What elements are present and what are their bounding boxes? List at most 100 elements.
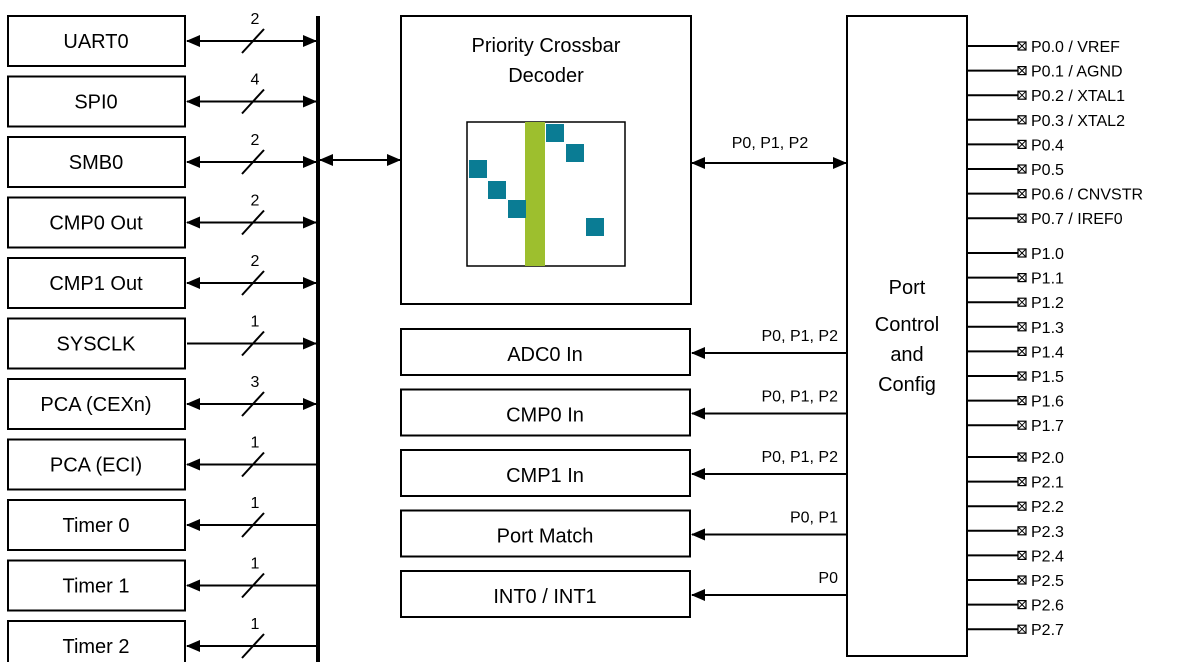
pin-label: P1.0 — [1031, 246, 1064, 263]
pin-pad-mark — [1017, 273, 1027, 282]
port-control-block: Port Control and Config — [846, 15, 968, 657]
bus-width-label: 4 — [251, 72, 260, 89]
input-signal-label: P0, P1, P2 — [762, 449, 839, 466]
pin-pad-mark — [1017, 41, 1027, 51]
peripheral-block: PCA (ECI)1 — [7, 435, 316, 491]
bus-width-slash — [241, 149, 265, 175]
pin-pad-mark — [1017, 551, 1027, 560]
port-control-line2: Control — [875, 314, 939, 336]
bus-width-slash — [241, 88, 265, 115]
pin-pad-mark — [1017, 624, 1027, 634]
bus-width-slash — [241, 451, 265, 478]
input-function-block: Port Match P0, P1 — [400, 509, 847, 558]
pin-label: P2.7 — [1031, 622, 1064, 639]
peripheral-label: PCA (CEXn) — [40, 394, 151, 416]
peripheral-box — [7, 136, 186, 188]
peripheral-block: Timer 21 — [7, 616, 316, 662]
crossbar-matrix-cell — [546, 124, 564, 142]
pin-label: P1.4 — [1031, 344, 1064, 361]
input-function-box — [400, 570, 691, 618]
input-function-box — [400, 388, 691, 437]
bus-width-label: 1 — [251, 314, 260, 331]
bus-width-slash — [241, 391, 265, 417]
input-function-block: CMP0 In P0, P1, P2 — [400, 388, 847, 437]
port-control-line3: and — [890, 344, 923, 366]
pin-label: P0.3 / XTAL2 — [1031, 113, 1125, 130]
pin-label: P2.6 — [1031, 598, 1064, 615]
bus-width-slash — [241, 633, 265, 659]
pin-pad-mark — [1017, 140, 1027, 149]
input-function-label: Port Match — [497, 526, 594, 548]
peripheral-label: CMP1 Out — [49, 273, 143, 295]
peripheral-label: Timer 1 — [62, 576, 129, 598]
pin-pad-mark — [1017, 248, 1027, 258]
pin-label: P0.5 — [1031, 162, 1064, 179]
peripheral-label: UART0 — [63, 31, 128, 53]
pin-pad-mark — [1017, 371, 1027, 381]
crossbar-title-line1: Priority Crossbar — [472, 35, 621, 57]
pin-pad-mark — [1017, 477, 1027, 486]
pin: P0.1 / AGND — [967, 64, 1123, 81]
peripheral-label: SMB0 — [69, 152, 123, 174]
pin: P0.5 — [967, 162, 1064, 179]
peripheral-box — [7, 559, 186, 612]
pin: P2.5 — [967, 573, 1064, 590]
pin-pad-mark — [1017, 189, 1027, 198]
bus-width-slash — [241, 209, 265, 236]
pin-pad-mark — [1017, 600, 1027, 609]
pin-pad-mark — [1017, 322, 1027, 332]
pin: P1.2 — [967, 295, 1064, 312]
pin: P0.6 / CNVSTR — [967, 187, 1143, 204]
bus-width-label: 2 — [251, 193, 260, 210]
input-signal-label: P0, P1, P2 — [762, 389, 839, 406]
bus-width-slash — [241, 512, 265, 538]
pin-label: P1.3 — [1031, 320, 1064, 337]
peripheral-box — [7, 15, 186, 67]
bus-width-label: 1 — [251, 616, 260, 633]
input-signal-label: P0, P1 — [790, 510, 838, 527]
pin-label: P2.5 — [1031, 573, 1064, 590]
pin: P1.3 — [967, 320, 1064, 337]
bus-width-label: 1 — [251, 435, 260, 452]
bus-width-label: 2 — [251, 11, 260, 28]
pin-pad-mark — [1017, 452, 1027, 462]
peripheral-box — [7, 257, 186, 309]
pin-label: P2.0 — [1031, 450, 1064, 467]
bus-width-slash — [241, 330, 265, 357]
pin: P0.0 / VREF — [967, 39, 1120, 56]
pin: P2.7 — [967, 622, 1064, 639]
pin: P0.4 — [967, 137, 1064, 154]
input-function-label: CMP0 In — [506, 405, 584, 427]
peripheral-box — [7, 378, 186, 430]
pin: P2.6 — [967, 598, 1064, 615]
pin: P1.0 — [967, 246, 1064, 263]
pin-pad-mark — [1017, 575, 1027, 585]
pin-label: P0.4 — [1031, 137, 1064, 154]
peripheral-box — [7, 438, 186, 491]
crossbar-block: Priority Crossbar Decoder — [400, 15, 692, 305]
pin-pad-mark — [1017, 420, 1027, 430]
pin: P1.5 — [967, 369, 1064, 386]
input-function-label: ADC0 In — [507, 344, 583, 366]
pin-label: P0.0 / VREF — [1031, 39, 1120, 56]
input-function-label: INT0 / INT1 — [493, 586, 596, 608]
pin-pad-mark — [1017, 526, 1027, 536]
pin-label: P1.7 — [1031, 418, 1064, 435]
pin-pad-mark — [1017, 396, 1027, 405]
peripheral-box — [7, 75, 186, 128]
peripheral-label: Timer 0 — [62, 515, 129, 537]
pin: P1.1 — [967, 271, 1064, 288]
pin-label: P2.4 — [1031, 548, 1064, 565]
pin-label: P1.2 — [1031, 295, 1064, 312]
pin-label: P2.3 — [1031, 524, 1064, 541]
peripheral-block: Timer 01 — [7, 495, 316, 551]
